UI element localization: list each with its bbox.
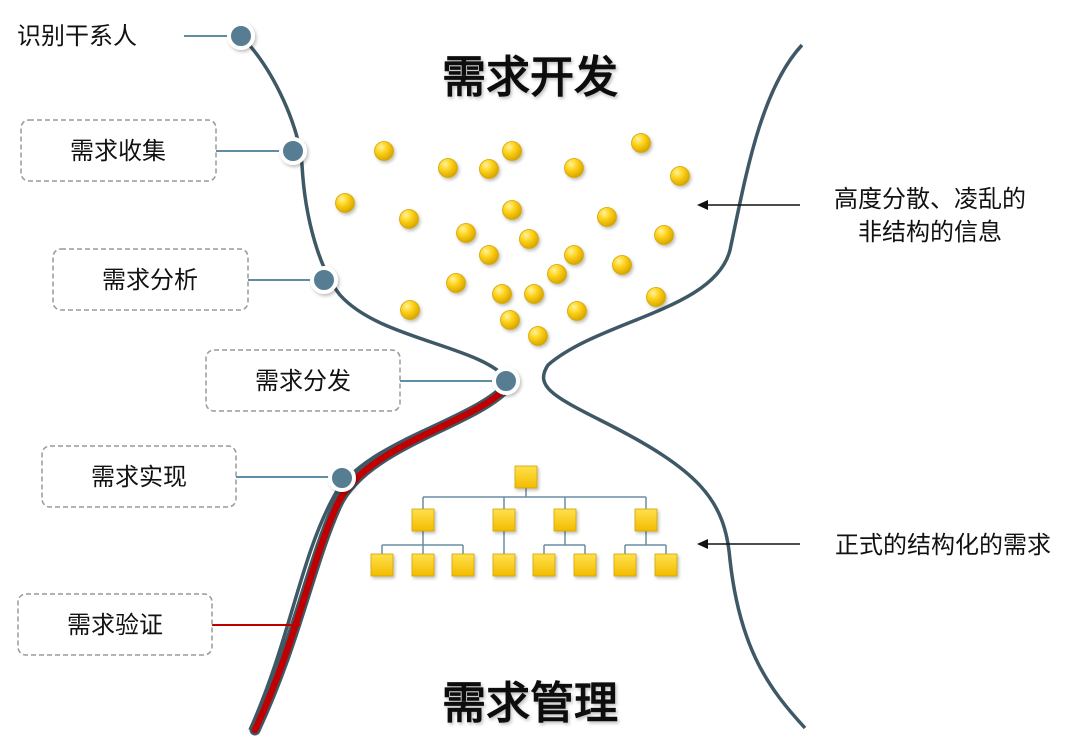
requirement-node — [451, 553, 475, 577]
stage-label-distribution: 需求分发 — [255, 367, 351, 395]
info-ball — [567, 301, 587, 321]
info-ball — [564, 245, 584, 265]
info-ball — [502, 200, 522, 220]
info-ball — [564, 158, 584, 178]
stage-box-verification: 需求验证 — [17, 593, 213, 656]
info-ball — [400, 300, 420, 320]
requirement-node — [411, 553, 435, 577]
connector-lines — [184, 35, 494, 478]
annotation-structured-line1: 正式的结构化的需求 — [835, 531, 1051, 559]
info-ball — [597, 207, 617, 227]
hourglass-right-curve — [541, 43, 807, 730]
requirement-node — [492, 553, 516, 577]
scattered-information-balls — [335, 133, 690, 346]
info-ball — [528, 326, 548, 346]
annotation-structured: 正式的结构化的需求 — [697, 531, 1051, 559]
info-ball — [446, 273, 466, 293]
stage-box-implementation: 需求实现 — [41, 445, 237, 508]
stage-dot-collection — [279, 137, 307, 165]
annotation-scattered: 高度分散、凌乱的 非结构的信息 — [697, 185, 1026, 246]
hourglass-left-curve — [239, 34, 511, 731]
info-ball — [479, 159, 499, 179]
stage-label-collection: 需求收集 — [70, 137, 166, 165]
info-ball — [519, 229, 539, 249]
requirement-node — [573, 553, 597, 577]
info-ball — [492, 284, 512, 304]
requirement-node — [411, 508, 435, 532]
info-ball — [335, 193, 355, 213]
requirement-node — [634, 508, 658, 532]
info-ball — [631, 133, 651, 153]
requirement-node — [532, 553, 556, 577]
stage-label-verification: 需求验证 — [67, 611, 163, 639]
info-ball — [399, 209, 419, 229]
stage-dot-distribution — [492, 367, 520, 395]
requirement-node — [514, 465, 538, 489]
info-ball — [500, 310, 520, 330]
title-requirements-management: 需求管理 — [442, 678, 618, 729]
info-ball — [456, 223, 476, 243]
stage-label-analysis: 需求分析 — [102, 266, 198, 294]
info-ball — [646, 287, 666, 307]
annotation-scattered-line1: 高度分散、凌乱的 — [834, 185, 1026, 213]
stage-dot-analysis — [310, 266, 338, 294]
info-ball — [479, 245, 499, 265]
stage-dots — [227, 22, 520, 492]
requirement-node — [370, 553, 394, 577]
stage-label-identify-stakeholders: 识别干系人 — [17, 22, 137, 50]
info-ball — [524, 284, 544, 304]
stage-dot-identify-stakeholders — [227, 22, 255, 50]
info-ball — [670, 166, 690, 186]
annotation-scattered-line2: 非结构的信息 — [858, 218, 1002, 246]
red-flow-path-inner — [251, 384, 510, 734]
info-ball — [654, 225, 674, 245]
title-requirements-development: 需求开发 — [442, 52, 618, 103]
requirement-node — [553, 508, 577, 532]
stage-label-implementation: 需求实现 — [91, 463, 187, 491]
info-ball — [438, 158, 458, 178]
info-ball — [612, 255, 632, 275]
info-ball — [547, 264, 567, 284]
stage-box-analysis: 需求分析 — [52, 248, 249, 311]
stage-dot-implementation — [328, 464, 356, 492]
requirement-node — [492, 508, 516, 532]
info-ball — [374, 141, 394, 161]
stage-box-distribution: 需求分发 — [205, 349, 401, 412]
info-ball — [502, 141, 522, 161]
requirement-node — [654, 553, 678, 577]
stage-box-collection: 需求收集 — [20, 119, 217, 182]
structured-requirements-tree — [370, 465, 678, 577]
requirement-node — [613, 553, 637, 577]
